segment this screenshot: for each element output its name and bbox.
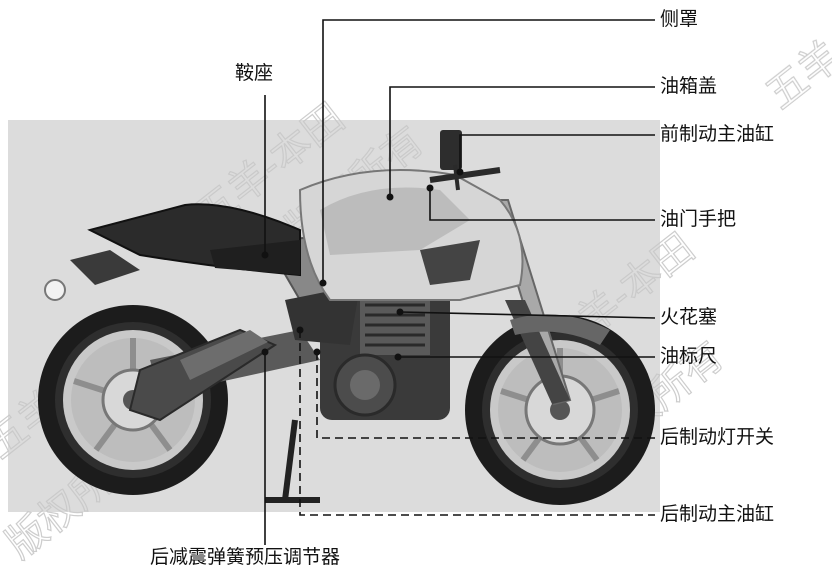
motorcycle — [38, 130, 655, 505]
label-spark-plug: 火花塞 — [660, 306, 718, 328]
leader-lines — [261, 19, 656, 545]
label-rear-brake-master-cylinder: 后制动主油缸 — [660, 503, 775, 525]
label-fuel-tank-cap: 油箱盖 — [660, 75, 718, 97]
label-side-cover: 侧罩 — [660, 8, 699, 30]
watermark-text-7: 五羊-本田 — [758, 0, 832, 118]
label-oil-dipstick: 油标尺 — [660, 345, 718, 367]
label-front-brake-master-cylinder: 前制动主油缸 — [660, 123, 775, 145]
leader-lines-dashed — [296, 326, 655, 516]
label-rear-brake-light-switch: 后制动灯开关 — [660, 426, 775, 448]
front-wheel — [465, 315, 655, 505]
label-seat: 鞍座 — [235, 62, 274, 84]
label-throttle-grip: 油门手把 — [660, 208, 737, 230]
label-rear-shock-preload-adjuster: 后减震弹簧预压调节器 — [150, 546, 341, 568]
